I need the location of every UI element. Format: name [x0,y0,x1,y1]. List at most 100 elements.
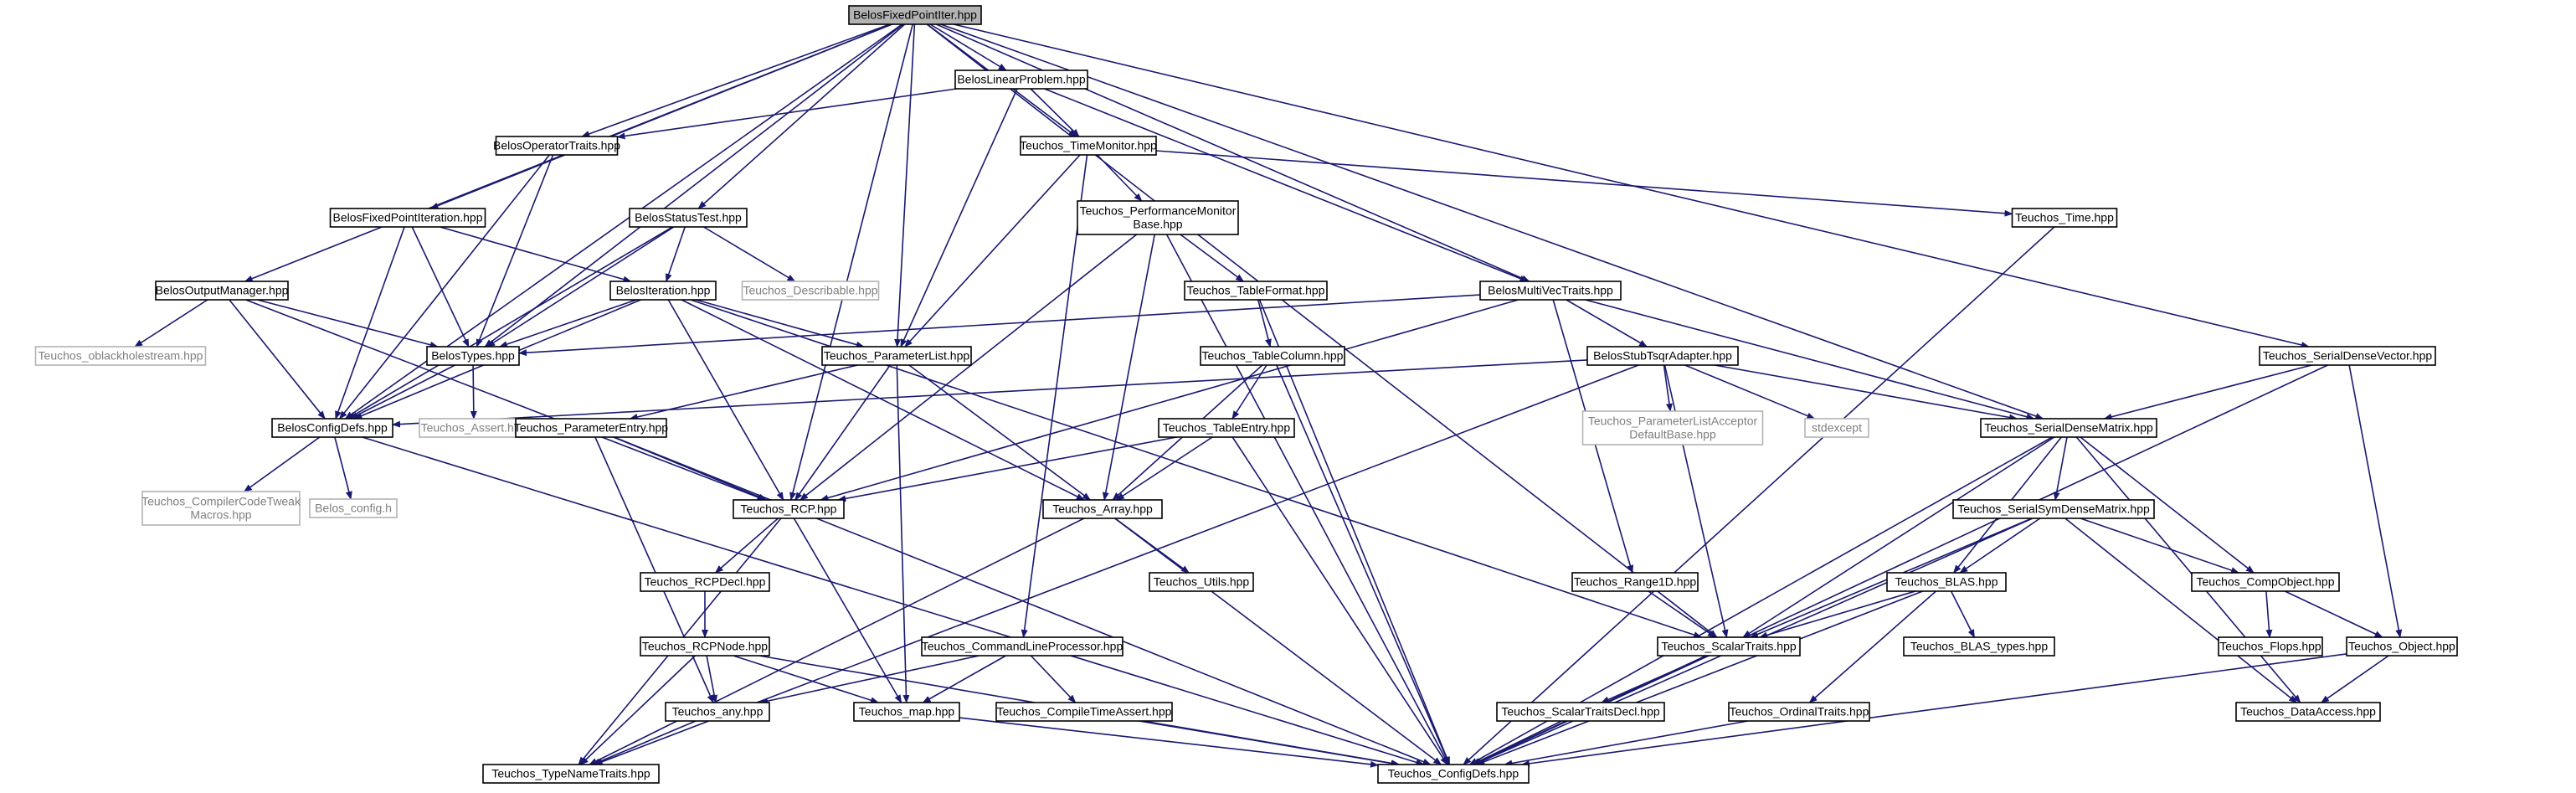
node-box[interactable] [482,764,660,784]
node-belos-iteration[interactable]: BelosIteration.hpp [609,281,717,301]
node-box[interactable] [609,281,717,301]
node-box[interactable] [495,136,619,156]
node-box[interactable] [1728,702,1870,722]
node-box[interactable] [995,702,1173,722]
node-box[interactable] [2346,636,2458,657]
node-box[interactable] [1586,346,1739,366]
node-box[interactable] [2191,572,2340,592]
node-rcpnode[interactable]: Teuchos_RCPNode.hpp [640,636,770,657]
node-belos-linear-problem[interactable]: BelosLinearProblem.hpp [954,70,1088,90]
node-serial-dense-vector[interactable]: Teuchos_SerialDenseVector.hpp [2259,346,2436,366]
node-box[interactable] [1200,346,1345,366]
node-belos-types[interactable]: BelosTypes.hpp [426,346,520,366]
node-box[interactable] [741,281,880,301]
node-scalar-traits-decl[interactable]: Teuchos_ScalarTraitsDecl.hpp [1496,702,1665,722]
node-ordinal-traits[interactable]: Teuchos_OrdinalTraits.hpp [1728,702,1870,722]
node-table-format[interactable]: Teuchos_TableFormat.hpp [1184,281,1328,301]
node-box[interactable] [1980,418,2157,438]
node-box[interactable] [1571,572,1699,592]
node-array[interactable]: Teuchos_Array.hpp [1042,499,1163,519]
node-box[interactable] [155,281,289,301]
node-parameter-entry[interactable]: Teuchos_ParameterEntry.hpp [514,418,668,438]
node-box[interactable] [426,346,520,366]
node-table-entry[interactable]: Teuchos_TableEntry.hpp [1158,418,1295,438]
node-serial-dense-matrix[interactable]: Teuchos_SerialDenseMatrix.hpp [1980,418,2157,438]
node-box[interactable] [1020,136,1157,156]
node-box[interactable] [848,5,982,25]
node-box[interactable] [1479,281,1622,301]
node-belos-config[interactable]: Belos_config.h [309,498,398,518]
node-box[interactable] [733,499,845,519]
node-box[interactable] [640,572,770,592]
node-time-monitor[interactable]: Teuchos_TimeMonitor.hpp [1020,136,1157,156]
node-stdexcept[interactable]: stdexcept [1804,418,1869,438]
node-box[interactable] [1952,499,2155,519]
node-type-name-traits[interactable]: Teuchos_TypeNameTraits.hpp [482,764,660,784]
node-box[interactable] [665,702,770,722]
edge-belos-fixed-point-iter-to-parameter-list [894,23,916,348]
node-belos-stub-tsqr[interactable]: BelosStubTsqrAdapter.hpp [1586,346,1739,366]
node-box[interactable] [2011,208,2118,228]
node-box[interactable] [1042,499,1163,519]
node-box[interactable] [271,418,393,438]
node-belos-fixed-point-iter[interactable]: BelosFixedPointIter.hpp [848,5,982,25]
node-describable[interactable]: Teuchos_Describable.hpp [741,281,880,301]
node-flops[interactable]: Teuchos_Flops.hpp [2218,636,2323,657]
node-box[interactable] [1377,764,1530,784]
node-utils[interactable]: Teuchos_Utils.hpp [1149,572,1254,592]
node-box[interactable] [2235,702,2381,722]
node-rcpdecl[interactable]: Teuchos_RCPDecl.hpp [640,572,770,592]
node-box[interactable] [309,498,398,518]
node-serial-sym-dense-matrix[interactable]: Teuchos_SerialSymDenseMatrix.hpp [1952,499,2155,519]
node-box[interactable] [821,346,972,366]
node-rcp[interactable]: Teuchos_RCP.hpp [733,499,845,519]
node-box[interactable] [1903,636,2055,657]
node-box[interactable] [2259,346,2436,366]
node-param-list-acceptor[interactable]: Teuchos_ParameterListAcceptorDefaultBase… [1581,410,1764,445]
node-oblackhole[interactable]: Teuchos_oblackholestream.hpp [34,346,207,366]
node-time[interactable]: Teuchos_Time.hpp [2011,208,2118,228]
node-any[interactable]: Teuchos_any.hpp [665,702,770,722]
node-box[interactable] [329,208,486,228]
node-command-line-processor[interactable]: Teuchos_CommandLineProcessor.hpp [921,636,1123,657]
node-compile-time-assert[interactable]: Teuchos_CompileTimeAssert.hpp [995,702,1173,722]
node-blas-types[interactable]: Teuchos_BLAS_types.hpp [1903,636,2055,657]
node-belos-output-manager[interactable]: BelosOutputManager.hpp [155,281,289,301]
node-box[interactable] [1496,702,1665,722]
node-box[interactable] [1657,636,1801,657]
node-box[interactable] [1804,418,1869,438]
node-box[interactable] [515,418,667,438]
node-box[interactable] [34,346,207,366]
node-box[interactable] [141,491,301,526]
node-belos-status-test[interactable]: BelosStatusTest.hpp [629,208,748,228]
node-object[interactable]: Teuchos_Object.hpp [2346,636,2458,657]
node-blas[interactable]: Teuchos_BLAS.hpp [1886,572,2007,592]
node-box[interactable] [921,636,1123,657]
node-map[interactable]: Teuchos_map.hpp [853,702,960,722]
node-box[interactable] [1158,418,1295,438]
node-box[interactable] [640,636,770,657]
node-parameter-list[interactable]: Teuchos_ParameterList.hpp [821,346,972,366]
node-belos-operator-traits[interactable]: BelosOperatorTraits.hpp [493,136,620,156]
node-box[interactable] [1149,572,1254,592]
node-box[interactable] [954,70,1088,90]
node-comp-object[interactable]: Teuchos_CompObject.hpp [2191,572,2340,592]
node-belos-multi-vec-traits[interactable]: BelosMultiVecTraits.hpp [1479,281,1622,301]
node-box[interactable] [1184,281,1328,301]
node-table-column[interactable]: Teuchos_TableColumn.hpp [1200,346,1345,366]
node-belos-fixed-point-iteration[interactable]: BelosFixedPointIteration.hpp [329,208,486,228]
node-assert[interactable]: Teuchos_Assert.hpp [419,418,529,438]
node-box[interactable] [1886,572,2007,592]
node-box[interactable] [853,702,960,722]
node-config-defs[interactable]: Teuchos_ConfigDefs.hpp [1377,764,1530,784]
node-data-access[interactable]: Teuchos_DataAccess.hpp [2235,702,2381,722]
node-scalar-traits[interactable]: Teuchos_ScalarTraits.hpp [1657,636,1801,657]
node-box[interactable] [2218,636,2323,657]
node-box[interactable] [1581,410,1764,445]
node-range-id[interactable]: Teuchos_Range1D.hpp [1571,572,1699,592]
node-box[interactable] [629,208,748,228]
node-belos-config-defs[interactable]: BelosConfigDefs.hpp [271,418,393,438]
node-box[interactable] [1077,200,1239,235]
